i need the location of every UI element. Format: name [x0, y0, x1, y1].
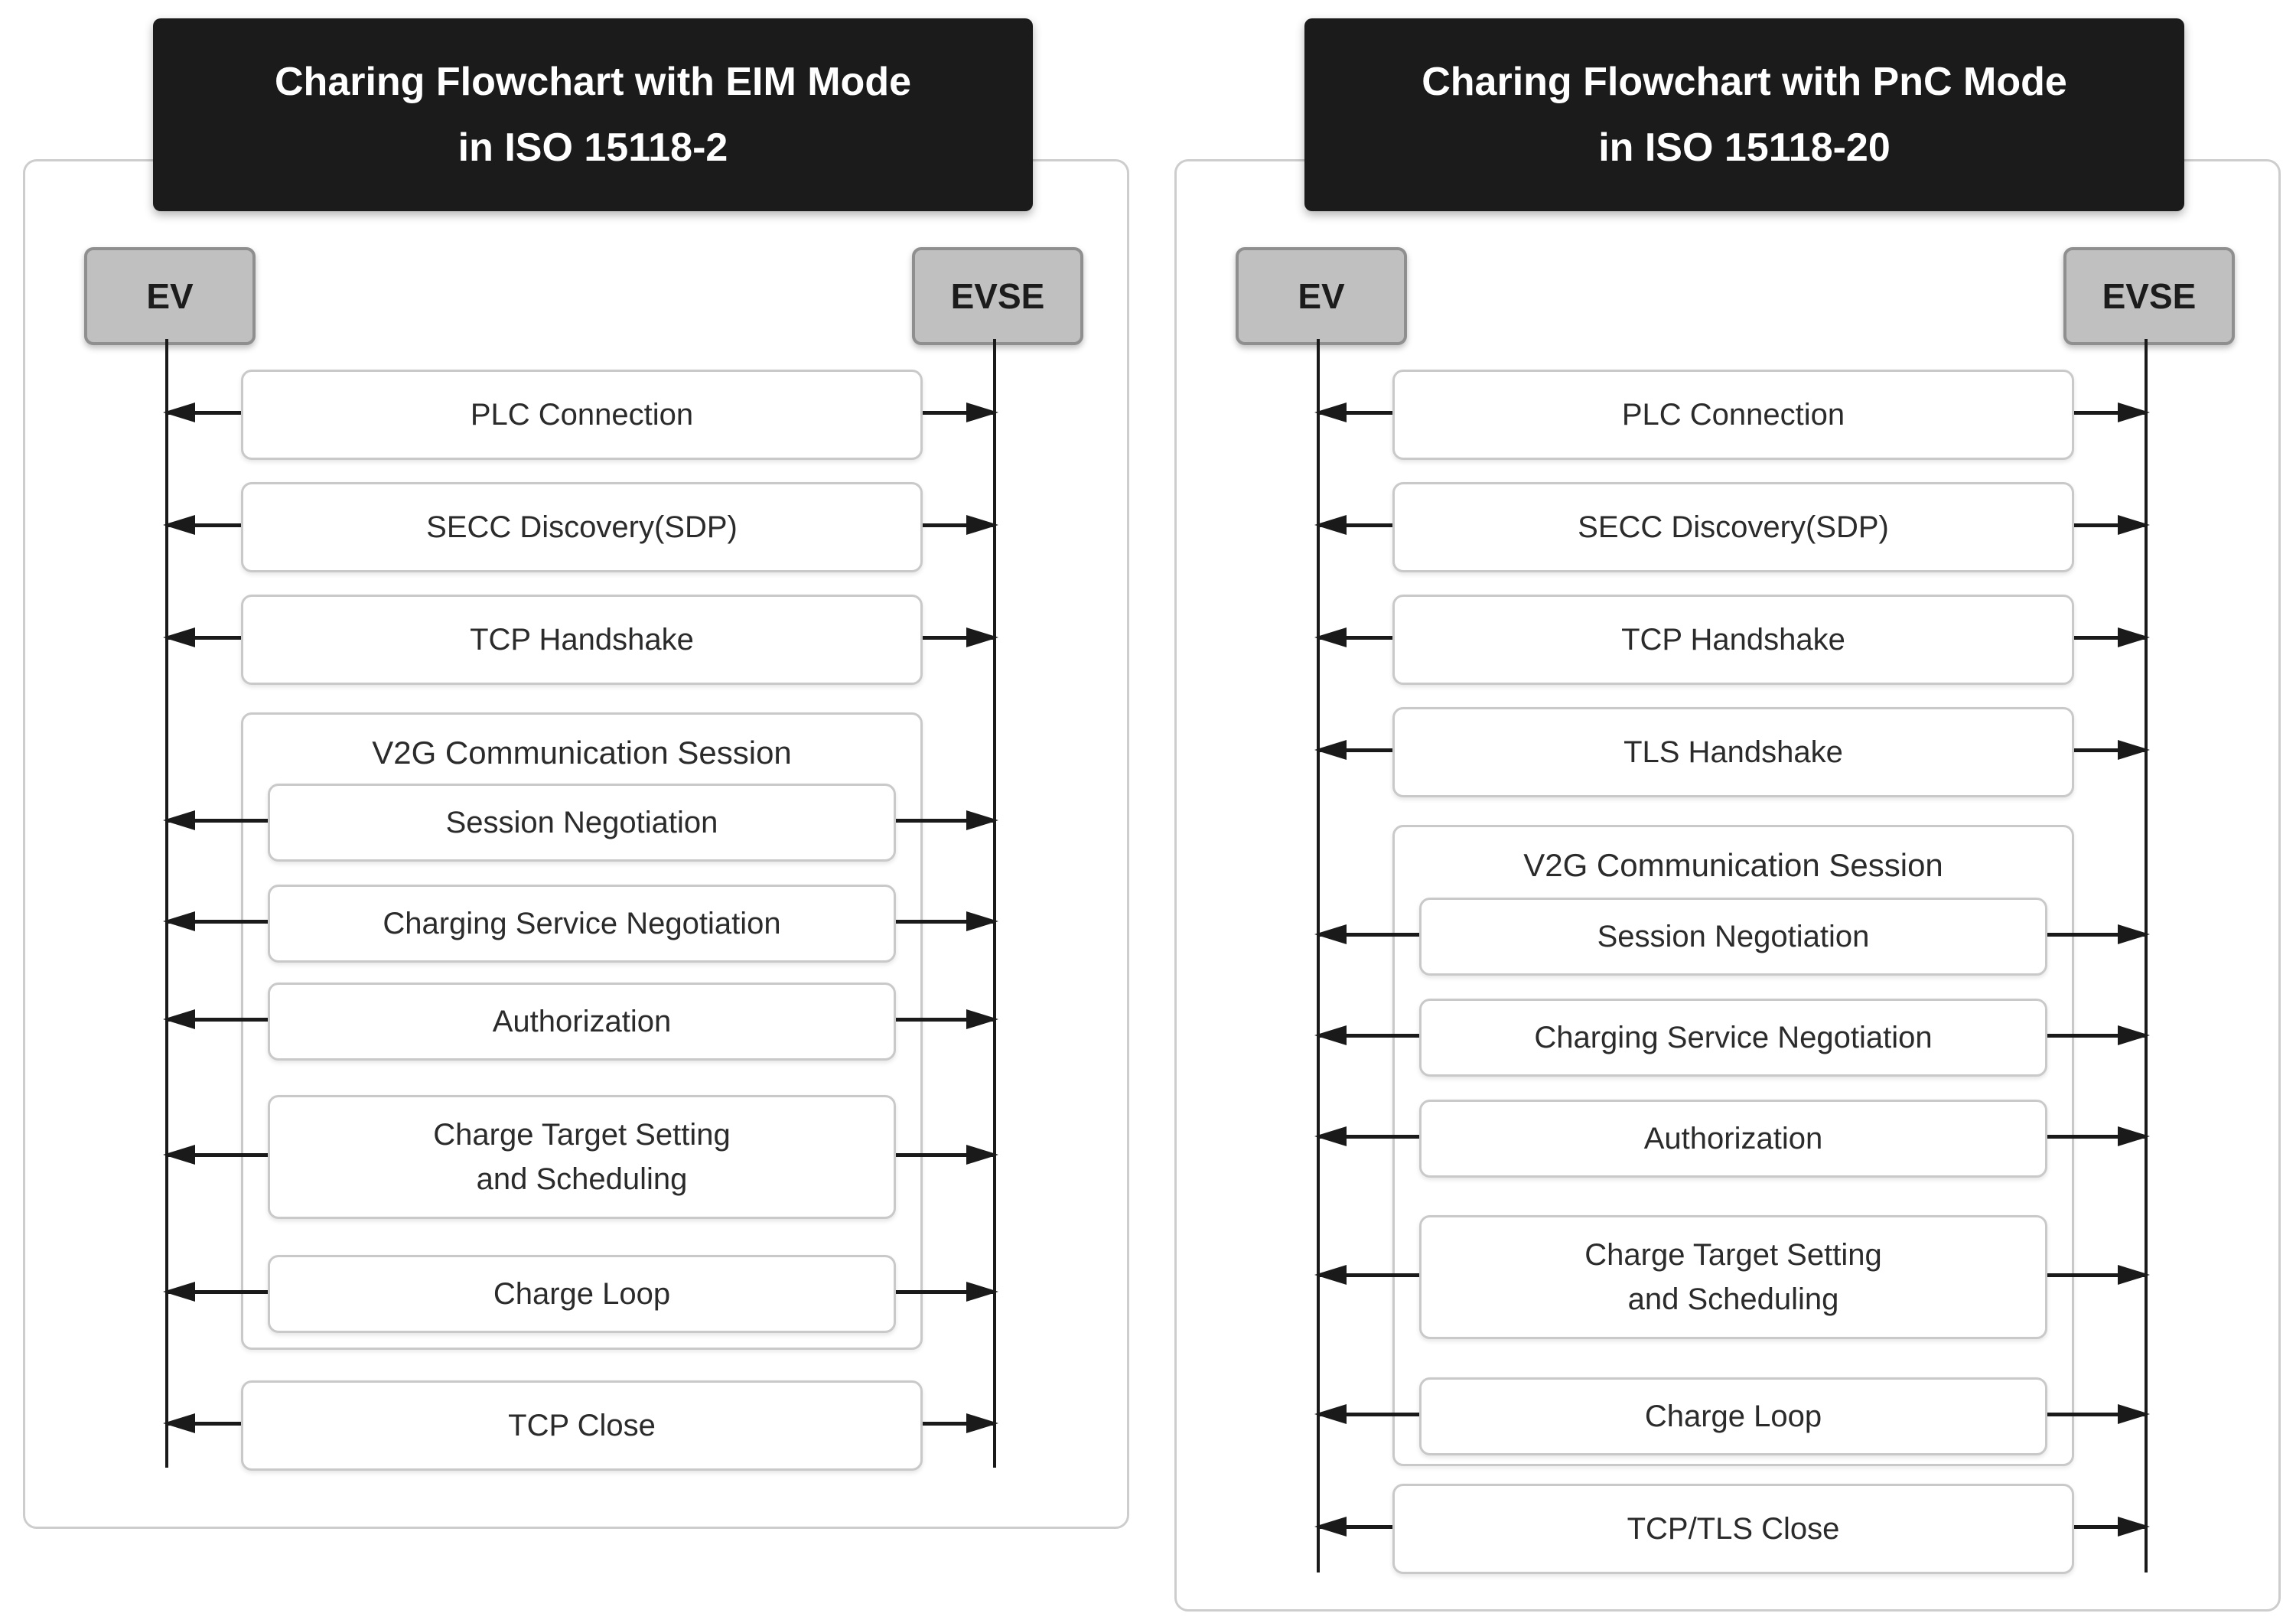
pnc-ev-actor: EV: [1236, 247, 1407, 345]
arrow-to-evse-charging-service: [2043, 1025, 2150, 1045]
arrow-to-ev-charge-loop: [163, 1282, 268, 1302]
step-label: TLS Handshake: [1623, 735, 1843, 769]
arrow-to-ev-charge-loop: [1314, 1404, 1419, 1424]
arrow-to-evse-charge-target: [2043, 1265, 2150, 1285]
pnc-title-banner: Charing Flowchart with PnC Mode in ISO 1…: [1304, 18, 2184, 211]
step-label: Charge Loop: [1644, 1400, 1822, 1433]
step-label: Session Negotiation: [1597, 920, 1870, 953]
step-secc-discovery: SECC Discovery(SDP): [1392, 482, 2074, 572]
step-tcp-handshake: TCP Handshake: [1392, 595, 2074, 685]
arrow-to-evse-authorization: [891, 1009, 998, 1029]
step-label-line1: Charge Target Setting: [433, 1118, 731, 1152]
step-tcp-tls-close: TCP/TLS Close: [1392, 1484, 2074, 1574]
step-label: Charge Loop: [493, 1277, 671, 1311]
eim-title-line2: in ISO 15118-2: [458, 125, 728, 170]
step-label-line2: and Scheduling: [1627, 1282, 1839, 1316]
step-label: TCP Handshake: [470, 623, 694, 657]
arrow-to-ev-charging-service: [1314, 1025, 1419, 1045]
step-charging-service-negotiation: Charging Service Negotiation: [1419, 999, 2047, 1077]
pnc-evse-label: EVSE: [2102, 276, 2197, 316]
arrow-to-evse-charge-target: [891, 1145, 998, 1165]
step-authorization: Authorization: [1419, 1100, 2047, 1178]
step-charge-loop: Charge Loop: [1419, 1377, 2047, 1455]
step-tcp-close: TCP Close: [241, 1380, 923, 1471]
step-plc-connection: PLC Connection: [1392, 370, 2074, 460]
eim-evse-actor: EVSE: [912, 247, 1083, 345]
step-charging-service-negotiation: Charging Service Negotiation: [268, 885, 896, 963]
arrow-to-evse-secc: [918, 515, 998, 535]
step-label: SECC Discovery(SDP): [1578, 510, 1889, 544]
arrow-to-evse-tcp: [2070, 627, 2150, 647]
step-label-line2: and Scheduling: [476, 1162, 688, 1196]
step-secc-discovery: SECC Discovery(SDP): [241, 482, 923, 572]
step-label: TCP/TLS Close: [1627, 1512, 1840, 1546]
arrow-to-ev-plc: [1314, 402, 1392, 422]
arrow-to-ev-authorization: [163, 1009, 268, 1029]
step-tls-handshake: TLS Handshake: [1392, 707, 2074, 797]
step-tcp-handshake: TCP Handshake: [241, 595, 923, 685]
step-label: Charging Service Negotiation: [383, 907, 781, 940]
step-plc-connection: PLC Connection: [241, 370, 923, 460]
pnc-evse-lifeline: [2145, 339, 2148, 1572]
step-label: PLC Connection: [470, 398, 694, 432]
step-label: SECC Discovery(SDP): [426, 510, 738, 544]
arrow-to-ev-tcp: [163, 627, 241, 647]
arrow-to-ev-session-negotiation: [1314, 924, 1419, 944]
step-session-negotiation: Session Negotiation: [268, 784, 896, 862]
step-charge-loop: Charge Loop: [268, 1255, 896, 1333]
arrow-to-ev-secc: [163, 515, 241, 535]
arrow-to-evse-charging-service: [891, 911, 998, 931]
arrow-to-ev-charging-service: [163, 911, 268, 931]
arrow-to-ev-tcp-tls-close: [1314, 1517, 1392, 1537]
step-label: Session Negotiation: [445, 806, 718, 839]
eim-ev-actor: EV: [84, 247, 256, 345]
pnc-evse-actor: EVSE: [2063, 247, 2235, 345]
pnc-ev-label: EV: [1298, 276, 1345, 316]
step-label: Authorization: [1643, 1122, 1823, 1155]
eim-ev-lifeline: [165, 339, 168, 1468]
step-charge-target-setting: Charge Target Setting and Scheduling: [268, 1095, 896, 1219]
arrow-to-evse-tcp: [918, 627, 998, 647]
eim-ev-label: EV: [146, 276, 194, 316]
step-label-line1: Charge Target Setting: [1584, 1238, 1882, 1272]
arrow-to-evse-plc: [2070, 402, 2150, 422]
eim-v2g-session-label: V2G Communication Session: [372, 735, 792, 771]
arrow-to-ev-charge-target: [1314, 1265, 1419, 1285]
step-charge-target-setting: Charge Target Setting and Scheduling: [1419, 1215, 2047, 1339]
pnc-title-line2: in ISO 15118-20: [1598, 125, 1891, 170]
pnc-v2g-session-label: V2G Communication Session: [1523, 847, 1943, 883]
arrow-to-evse-authorization: [2043, 1126, 2150, 1146]
arrow-to-ev-tcp-close: [163, 1413, 241, 1433]
eim-evse-label: EVSE: [950, 276, 1045, 316]
arrow-to-ev-tls: [1314, 740, 1392, 760]
step-label: TCP Handshake: [1621, 623, 1845, 657]
arrow-to-evse-charge-loop: [2043, 1404, 2150, 1424]
arrow-to-evse-session-negotiation: [2043, 924, 2150, 944]
step-label: PLC Connection: [1621, 398, 1845, 432]
arrow-to-ev-plc: [163, 402, 241, 422]
arrow-to-ev-charge-target: [163, 1145, 268, 1165]
step-session-negotiation: Session Negotiation: [1419, 898, 2047, 976]
arrow-to-ev-authorization: [1314, 1126, 1419, 1146]
arrow-to-evse-charge-loop: [891, 1282, 998, 1302]
arrow-to-ev-session-negotiation: [163, 810, 268, 830]
arrow-to-evse-tcp-tls-close: [2070, 1517, 2150, 1537]
step-authorization: Authorization: [268, 983, 896, 1061]
pnc-ev-lifeline: [1317, 339, 1320, 1572]
step-label: Charging Service Negotiation: [1534, 1021, 1933, 1054]
step-label: TCP Close: [508, 1409, 656, 1442]
eim-title-banner: Charing Flowchart with EIM Mode in ISO 1…: [153, 18, 1033, 211]
pnc-title-line1: Charing Flowchart with PnC Mode: [1422, 60, 2067, 104]
arrow-to-evse-plc: [918, 402, 998, 422]
arrow-to-ev-secc: [1314, 515, 1392, 535]
arrow-to-evse-tcp-close: [918, 1413, 998, 1433]
step-label: Authorization: [492, 1005, 672, 1038]
arrow-to-evse-secc: [2070, 515, 2150, 535]
arrow-to-evse-tls: [2070, 740, 2150, 760]
arrow-to-ev-tcp: [1314, 627, 1392, 647]
eim-evse-lifeline: [993, 339, 996, 1468]
eim-title-line1: Charing Flowchart with EIM Mode: [275, 60, 911, 104]
arrow-to-evse-session-negotiation: [891, 810, 998, 830]
